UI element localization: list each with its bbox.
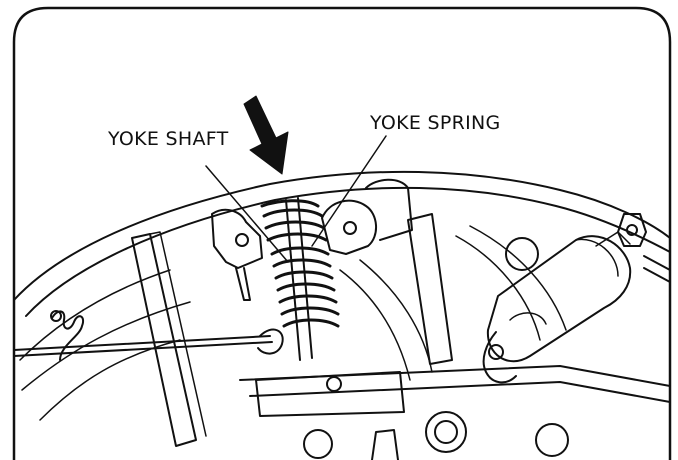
inner-sweep-line <box>339 269 411 381</box>
frame-border <box>12 6 672 460</box>
upper-tab <box>365 178 413 241</box>
solenoid-cylinder <box>482 231 632 384</box>
rod-hook <box>257 328 284 355</box>
yoke-shaft-rod <box>297 197 313 359</box>
housing-boss <box>505 237 539 271</box>
bracket-tab <box>235 267 251 301</box>
solenoid-nut <box>617 213 647 247</box>
yoke-spring-coils <box>260 199 340 328</box>
bottom-frame <box>249 381 671 403</box>
solenoid-post <box>643 255 671 271</box>
solenoid-nut-hole <box>626 224 638 236</box>
yoke-shaft-label: YOKE SHAFT <box>108 128 229 150</box>
center-plate <box>255 371 405 417</box>
bottom-boss <box>303 429 333 459</box>
bottom-frame <box>239 365 671 387</box>
left-pin <box>51 310 84 361</box>
down-arrow-icon <box>243 95 289 175</box>
control-rod <box>13 335 271 351</box>
inner-sweep-line <box>455 235 541 341</box>
bottom-boss <box>425 411 467 453</box>
left-vertical-plate <box>131 233 197 447</box>
housing-top-edge <box>13 170 671 301</box>
spring-bracket-bolt <box>343 221 357 235</box>
bottom-boss <box>434 420 458 444</box>
inner-sweep-line <box>359 259 433 373</box>
yoke-spring-label: YOKE SPRING <box>370 112 501 134</box>
bottom-tab <box>371 429 399 460</box>
left-plate-edge <box>149 231 207 437</box>
left-housing-line <box>39 339 181 421</box>
bottom-boss <box>535 423 569 457</box>
yoke-spring-leader <box>311 135 387 247</box>
solenoid-post <box>643 267 671 283</box>
control-rod <box>13 341 273 357</box>
housing-inner-edge <box>25 186 671 317</box>
right-vertical-plate <box>407 213 453 365</box>
yoke-shaft-leader <box>205 165 289 263</box>
bracket-bolt <box>235 233 249 247</box>
yoke-bracket <box>211 208 263 269</box>
spring-bracket <box>321 199 377 255</box>
left-housing-line <box>21 301 191 391</box>
left-housing-line <box>19 269 171 361</box>
center-hole <box>326 376 342 392</box>
left-pin-ring <box>50 310 62 322</box>
yoke-shaft-rod <box>285 199 301 361</box>
